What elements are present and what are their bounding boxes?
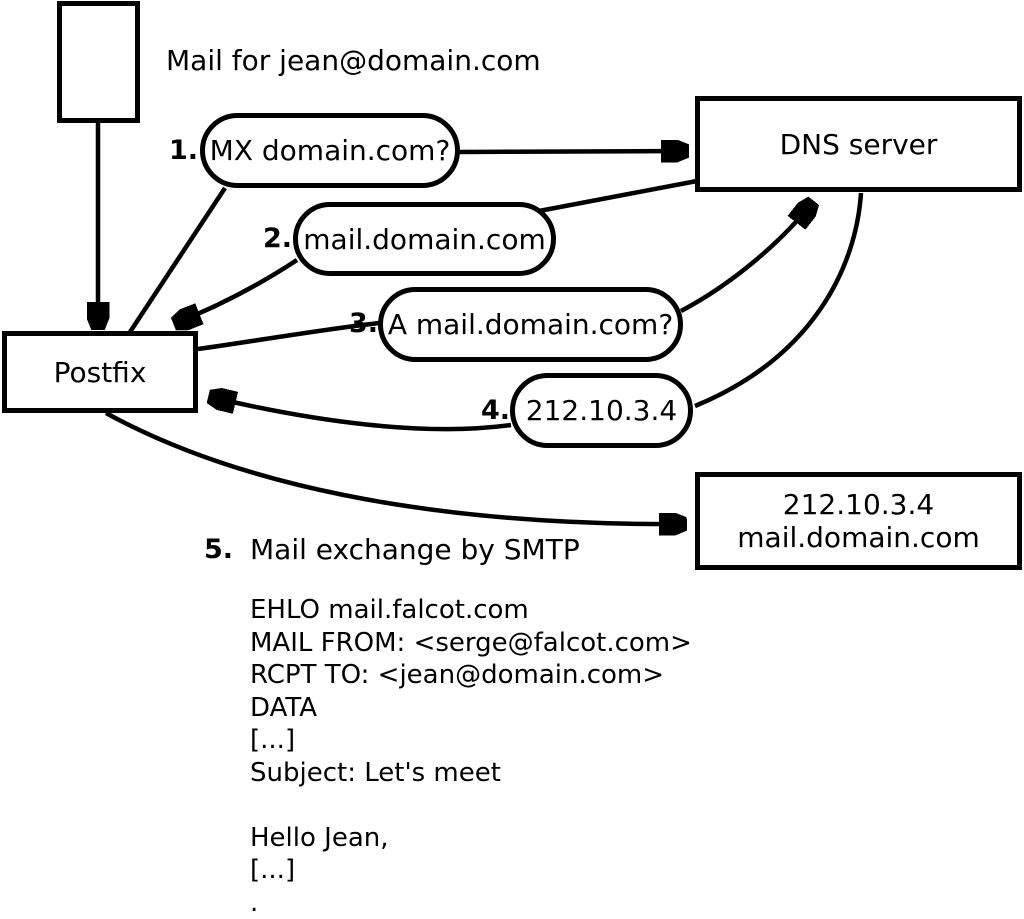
mail-message-node [57, 1, 140, 123]
postfix-label: Postfix [53, 355, 147, 389]
line-dns-to-step2 [538, 178, 698, 214]
dns-server-label: DNS server [779, 127, 938, 161]
line-dns-to-step4 [694, 192, 864, 409]
step-2-pill: mail.domain.com [293, 202, 556, 276]
postfix-node: Postfix [2, 331, 198, 413]
arrow-step1-to-dns [458, 151, 686, 152]
step-2-number: 2. [262, 223, 292, 254]
arrow-step2-to-postfix [176, 258, 299, 323]
step-5-number: 5. [203, 534, 233, 565]
mail-server-ip: 212.10.3.4 [782, 488, 935, 521]
step-3-pill: A mail.domain.com? [378, 287, 683, 362]
line-postfix-to-step1 [128, 186, 227, 334]
step-5-label: Mail exchange by SMTP [250, 533, 580, 566]
step-4-label: 212.10.3.4 [525, 394, 678, 427]
arrow-step3-to-dns [679, 203, 812, 313]
diagram-title: Mail for jean@domain.com [166, 44, 541, 77]
arrow-postfix-to-mailserver [104, 411, 684, 524]
step-3-number: 3. [348, 308, 378, 339]
step-4-pill: 212.10.3.4 [510, 373, 693, 448]
step-2-label: mail.domain.com [303, 222, 546, 256]
dns-server-node: DNS server [695, 96, 1022, 192]
step-1-number: 1. [168, 135, 198, 166]
arrow-step4-to-postfix [211, 397, 512, 432]
step-4-number: 4. [480, 395, 510, 426]
step-1-label: MX domain.com? [209, 134, 451, 167]
mail-server-hostname: mail.domain.com [737, 521, 980, 554]
step-3-label: A mail.domain.com? [387, 308, 674, 341]
line-postfix-to-step3 [197, 320, 380, 352]
step-1-pill: MX domain.com? [200, 113, 460, 188]
smtp-session-text: EHLO mail.falcot.com MAIL FROM: <serge@f… [250, 595, 692, 918]
mail-server-node: 212.10.3.4 mail.domain.com [695, 472, 1022, 570]
